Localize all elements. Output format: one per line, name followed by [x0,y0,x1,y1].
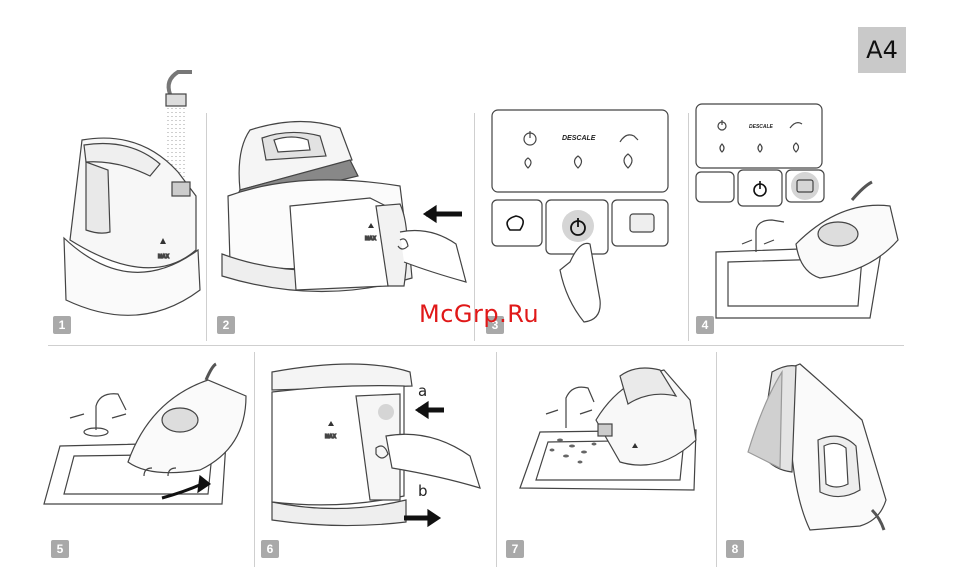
descale-label-panel-4: DESCALE [749,124,774,130]
step-badge-8: 8 [726,540,744,558]
step-badge-7: 7 [506,540,524,558]
descale-label-panel-3: DESCALE [562,135,596,142]
panel-8-illustration [748,364,886,530]
step-badge-1: 1 [53,316,71,334]
panel-5-illustration [44,364,246,504]
panel-1-illustration: MAX [64,72,200,315]
step-badge-6: 6 [261,540,279,558]
arrow-label-b: b [418,482,428,500]
step-badge-2: 2 [217,316,235,334]
max-mark-2: MAX [365,236,377,242]
watermark-text: McGrp.Ru [419,300,539,328]
panel-7-illustration [520,368,696,490]
max-mark-6: MAX [325,434,337,440]
panel-4-illustration [696,104,898,318]
step-badge-5: 5 [51,540,69,558]
step-badge-4: 4 [696,316,714,334]
panel-2-illustration: MAX [222,121,466,291]
page-corner-label: A4 [858,27,906,73]
arrow-label-a: a [418,382,427,400]
max-mark-1: MAX [158,254,170,260]
panel-6-illustration: MAX [272,364,480,526]
